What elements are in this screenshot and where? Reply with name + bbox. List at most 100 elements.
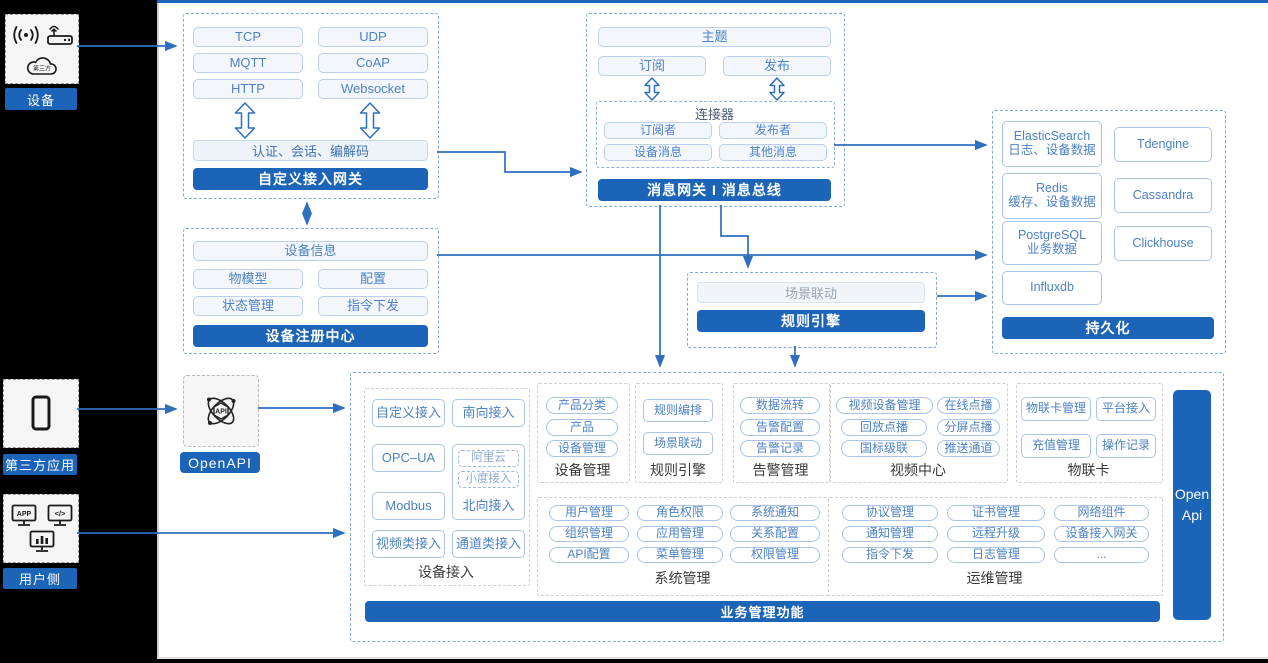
subscriber-chip: 订阅者 [604, 122, 712, 139]
chip-playback: 回放点播 [841, 419, 927, 436]
chip-alarm-record: 告警记录 [740, 440, 820, 457]
store-influxdb: Influxdb [1002, 271, 1102, 305]
chip-protocol-mgmt: 协议管理 [842, 505, 938, 521]
chip-video-device-mgmt: 视频设备管理 [836, 397, 933, 414]
system-mgmt-label: 系统管理 [654, 570, 711, 586]
chip-notice-mgmt: 通知管理 [842, 526, 938, 542]
ops-mgmt-label: 运维管理 [966, 570, 1023, 586]
message-bus-title-bar: 消息网关 I 消息总线 [598, 179, 831, 201]
chip-app-mgmt: 应用管理 [637, 526, 723, 542]
chip-push-channel: 推送通道 [937, 440, 1000, 457]
status-mgmt-chip: 状态管理 [193, 296, 303, 316]
protocol-tcp: TCP [193, 27, 303, 47]
user-side-icon-box: APP </> [3, 494, 79, 563]
chip-online-play: 在线点播 [937, 397, 1000, 414]
store-clickhouse: Clickhouse [1114, 226, 1212, 261]
protocol-http: HTTP [193, 79, 303, 99]
north-access-label: 北向接入 [462, 498, 515, 513]
video-center-label: 视频中心 [890, 462, 946, 478]
openapi-label: OpenAPI [180, 452, 260, 473]
chip-xiaodu-access: 小度接入 [458, 471, 519, 488]
chart-monitor-icon [29, 530, 55, 552]
chip-iot-card-mgmt: 物联卡管理 [1021, 397, 1091, 421]
code-monitor-icon: </> [47, 504, 73, 526]
chip-custom-access: 自定义接入 [372, 399, 445, 427]
chip-cert-mgmt: 证书管理 [947, 505, 1045, 521]
chip-product-category: 产品分类 [546, 397, 618, 414]
store-tdengine: Tdengine [1114, 127, 1212, 162]
persistence-title-bar: 持久化 [1002, 317, 1214, 339]
config-chip: 配置 [318, 269, 428, 289]
chip-relation-config: 关系配置 [730, 526, 820, 542]
store-cassandra: Cassandra [1114, 178, 1212, 213]
chip-log-mgmt: 日志管理 [947, 547, 1045, 563]
chip-network-component: 网络组件 [1054, 505, 1149, 521]
third-party-cloud-icon: 第三方 [26, 57, 57, 75]
chip-rule-orchestration: 规则编排 [643, 399, 713, 422]
svg-text:第三方: 第三方 [33, 65, 51, 73]
auth-session-codec-bar: 认证、会话、编解码 [193, 140, 428, 161]
subscribe-chip: 订阅 [598, 56, 706, 76]
wifi-signal-icon [13, 26, 39, 44]
chip-platform-access: 平台接入 [1096, 397, 1156, 421]
chip-menu-mgmt: 菜单管理 [637, 547, 723, 563]
open-api-vertical-bar: Open Api [1173, 390, 1211, 620]
api-atom-icon: API [207, 397, 236, 425]
phone-icon [31, 395, 51, 431]
chip-perm-mgmt: 权限管理 [730, 547, 820, 563]
publisher-chip: 发布者 [719, 122, 827, 139]
chip-modbus: Modbus [372, 492, 445, 520]
connector-title: 连接器 [694, 107, 734, 122]
device-info-chip: 设备信息 [193, 241, 428, 261]
chip-device-mgmt: 设备管理 [546, 440, 618, 457]
rule-engine-title-bar: 规则引擎 [697, 310, 925, 332]
chip-command-dispatch: 指令下发 [842, 547, 938, 563]
topic-chip: 主题 [598, 27, 831, 47]
chip-video-access: 视频类接入 [372, 530, 445, 558]
chip-more: ... [1054, 547, 1149, 563]
router-icon [47, 25, 73, 45]
chip-alarm-config: 告警配置 [740, 419, 820, 436]
chip-south-access: 南向接入 [452, 399, 525, 427]
chip-user-mgmt: 用户管理 [549, 505, 629, 521]
protocol-coap: CoAP [318, 53, 428, 73]
other-message-chip: 其他消息 [719, 144, 827, 161]
chip-op-record: 操作记录 [1096, 434, 1156, 458]
chip-gb-cascade: 国标级联 [841, 440, 927, 457]
user-side-label: 用户侧 [3, 568, 77, 589]
chip-product: 产品 [546, 419, 618, 436]
iot-card-label: 物联卡 [1067, 462, 1110, 478]
chip-aliyun: 阿里云 [458, 450, 519, 467]
protocol-udp: UDP [318, 27, 428, 47]
chip-device-gateway: 设备接入网关 [1054, 526, 1149, 542]
openapi-icon-box: API [183, 375, 259, 447]
rule-engine-label: 规则引擎 [650, 462, 706, 478]
publish-chip: 发布 [723, 56, 831, 76]
chip-org-mgmt: 组织管理 [549, 526, 629, 542]
svg-text:API: API [215, 409, 227, 416]
chip-remote-upgrade: 远程升级 [947, 526, 1045, 542]
chip-recharge-mgmt: 充值管理 [1021, 434, 1091, 458]
chip-api-config: API配置 [549, 547, 629, 563]
device-mgmt-label: 设备管理 [554, 462, 611, 478]
top-accent-line [157, 0, 1268, 3]
chip-role-perm: 角色权限 [637, 505, 723, 521]
third-party-icon-box [3, 379, 79, 448]
thing-model-chip: 物模型 [193, 269, 303, 289]
chip-scene-linkage: 场景联动 [643, 432, 713, 455]
device-label: 设备 [5, 88, 77, 110]
protocol-mqtt: MQTT [193, 53, 303, 73]
device-registry-title-bar: 设备注册中心 [193, 325, 428, 347]
chip-sys-notice: 系统通知 [730, 505, 820, 521]
device-access-label: 设备接入 [418, 564, 474, 580]
device-message-chip: 设备消息 [604, 144, 712, 161]
custom-gateway-title-bar: 自定义接入网关 [193, 168, 428, 190]
command-dispatch-chip: 指令下发 [318, 296, 428, 316]
chip-channel-access: 通道类接入 [452, 530, 525, 558]
protocol-websocket: Websocket [318, 79, 428, 99]
scene-linkage-bar: 场景联动 [697, 282, 925, 303]
svg-text:</>: </> [55, 509, 66, 518]
